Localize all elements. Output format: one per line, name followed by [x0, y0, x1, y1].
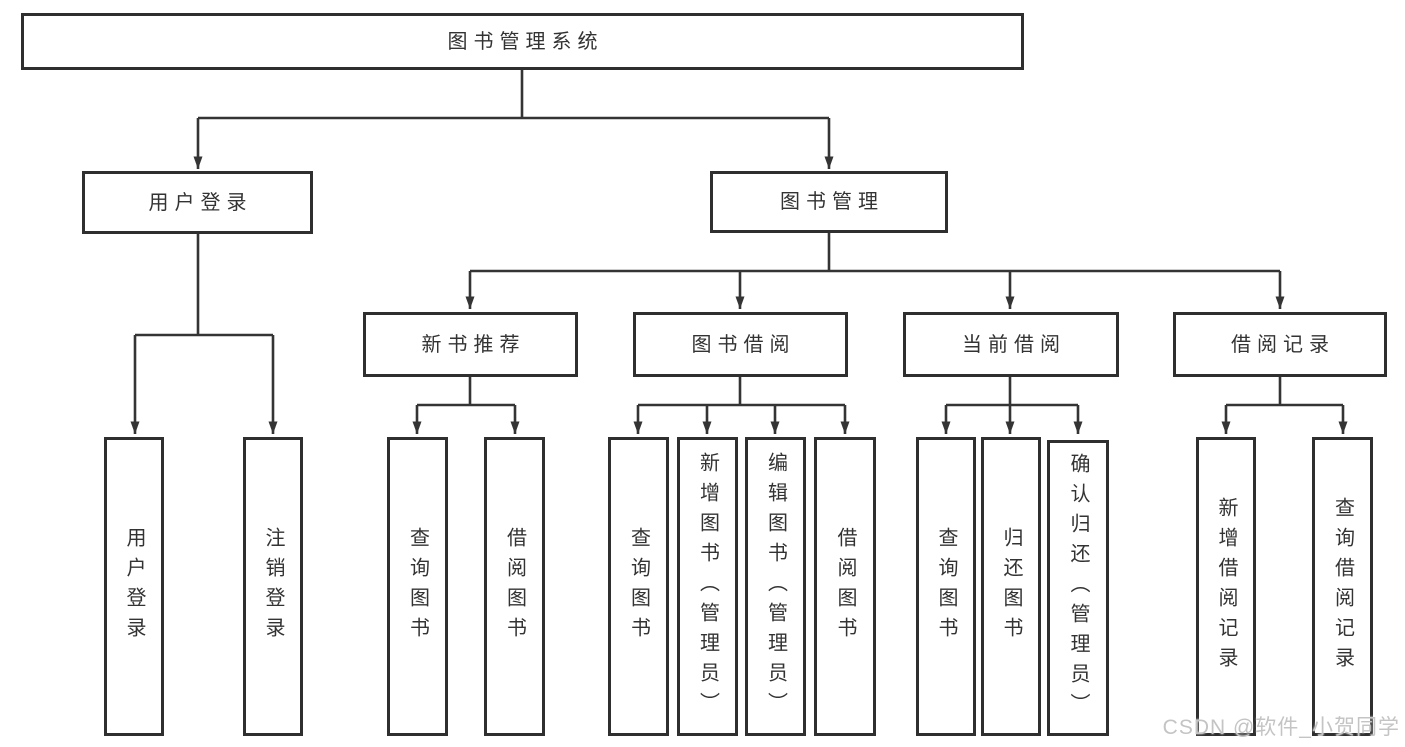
node-label: 当前借阅 — [962, 333, 1066, 356]
node-label: 查询图书 — [935, 526, 957, 647]
leaf-query-borrow-record: 查询借阅记录 — [1312, 437, 1373, 736]
leaf-add-books-admin: 新增图书（管理员） — [677, 437, 738, 736]
node-label: 图书借阅 — [691, 333, 796, 356]
node-label: 用户登录 — [123, 526, 145, 647]
node-label: 归还图书 — [1000, 526, 1022, 647]
node-user-login: 用户登录 — [82, 171, 313, 234]
leaf-query-books-3: 查询图书 — [916, 437, 976, 736]
node-label: 借阅图书 — [503, 526, 526, 647]
node-label: 图书管理系统 — [447, 30, 604, 53]
leaf-edit-books-admin: 编辑图书（管理员） — [745, 437, 806, 736]
node-new-book-recommendation: 新书推荐 — [363, 312, 578, 377]
node-label: 查询图书 — [627, 526, 650, 647]
leaf-borrow-books-2: 借阅图书 — [814, 437, 876, 736]
node-label: 查询图书 — [406, 526, 429, 647]
node-borrowing-records: 借阅记录 — [1173, 312, 1387, 377]
node-library-management-system: 图书管理系统 — [21, 13, 1024, 70]
node-label: 图书管理 — [780, 191, 884, 213]
node-book-borrowing: 图书借阅 — [633, 312, 848, 377]
node-label: 新增图书（管理员） — [696, 451, 719, 722]
leaf-return-books: 归还图书 — [981, 437, 1041, 736]
leaf-query-books-2: 查询图书 — [608, 437, 669, 736]
node-label: 新书推荐 — [421, 333, 526, 356]
leaf-confirm-return-admin: 确认归还（管理员） — [1047, 440, 1109, 736]
leaf-query-books: 查询图书 — [387, 437, 448, 736]
node-label: 查询借阅记录 — [1331, 496, 1354, 677]
node-current-borrowing: 当前借阅 — [903, 312, 1119, 377]
leaf-add-borrow-record: 新增借阅记录 — [1196, 437, 1256, 736]
node-book-management: 图书管理 — [710, 171, 948, 233]
node-label: 确认归还（管理员） — [1067, 453, 1089, 723]
node-label: 新增借阅记录 — [1215, 496, 1237, 677]
node-label: 借阅记录 — [1231, 333, 1335, 356]
leaf-borrow-books: 借阅图书 — [484, 437, 545, 736]
leaf-logout: 注销登录 — [243, 437, 303, 736]
node-label: 用户登录 — [148, 191, 253, 214]
node-label: 借阅图书 — [834, 526, 856, 647]
node-label: 编辑图书（管理员） — [764, 451, 787, 722]
leaf-user-login: 用户登录 — [104, 437, 164, 736]
node-label: 注销登录 — [262, 526, 284, 647]
